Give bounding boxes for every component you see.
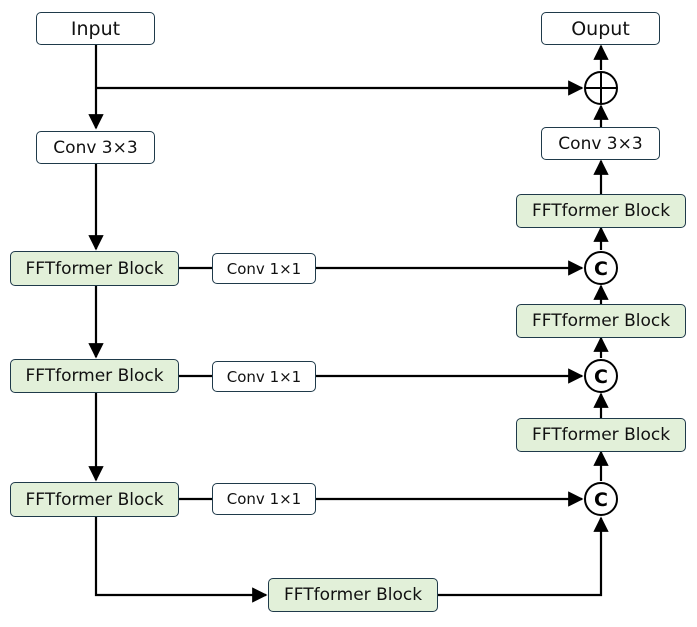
decoder-block-2: FFTformer Block xyxy=(516,304,686,338)
encoder-block-3: FFTformer Block xyxy=(10,482,179,517)
decoder-block-1: FFTformer Block xyxy=(516,194,686,228)
add-node xyxy=(584,71,618,105)
arrow-bottleneck-to-concat3 xyxy=(438,516,609,597)
skip-conv-1: Conv 1×1 xyxy=(212,253,316,284)
concat-label-3: C xyxy=(594,489,608,511)
concat-node-2: C xyxy=(584,359,618,393)
encoder-block-1: FFTformer Block xyxy=(10,251,179,286)
output-box: Ouput xyxy=(541,12,660,45)
input-box: Input xyxy=(36,12,155,45)
concat-node-1: C xyxy=(584,251,618,285)
concat-label-1: C xyxy=(594,258,608,280)
conv-out-box: Conv 3×3 xyxy=(541,127,660,160)
skip-conv-2: Conv 1×1 xyxy=(212,361,316,392)
concat-label-2: C xyxy=(594,366,608,388)
skip-conv-3: Conv 1×1 xyxy=(212,483,316,515)
decoder-block-3: FFTformer Block xyxy=(516,418,686,452)
encoder-block-2: FFTformer Block xyxy=(10,359,179,393)
bottleneck-block: FFTformer Block xyxy=(268,578,438,612)
concat-node-3: C xyxy=(584,482,618,516)
conv-in-box: Conv 3×3 xyxy=(36,131,155,164)
arrow-enc3-to-bottleneck xyxy=(94,517,268,603)
